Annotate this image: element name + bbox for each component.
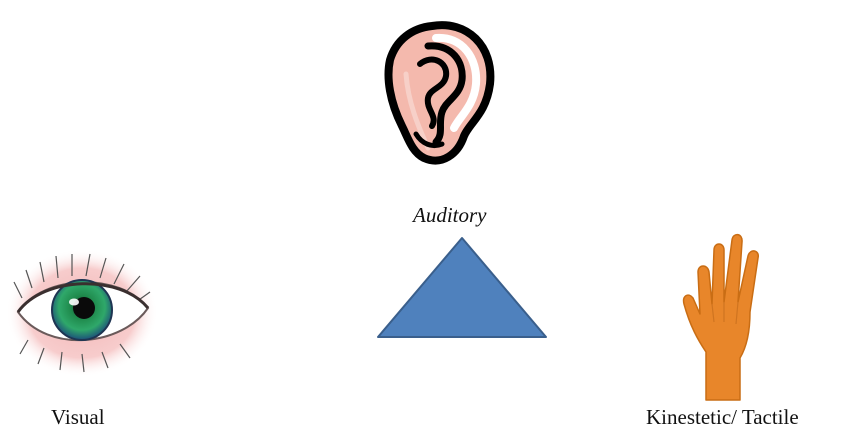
center-triangle (376, 236, 548, 340)
visual-label: Visual (51, 405, 105, 430)
kinesthetic-label: Kinestetic/ Tactile (646, 405, 799, 430)
auditory-label: Auditory (413, 203, 487, 228)
hand-icon (676, 232, 774, 400)
ear-icon (372, 18, 500, 166)
eye-icon (4, 246, 160, 380)
